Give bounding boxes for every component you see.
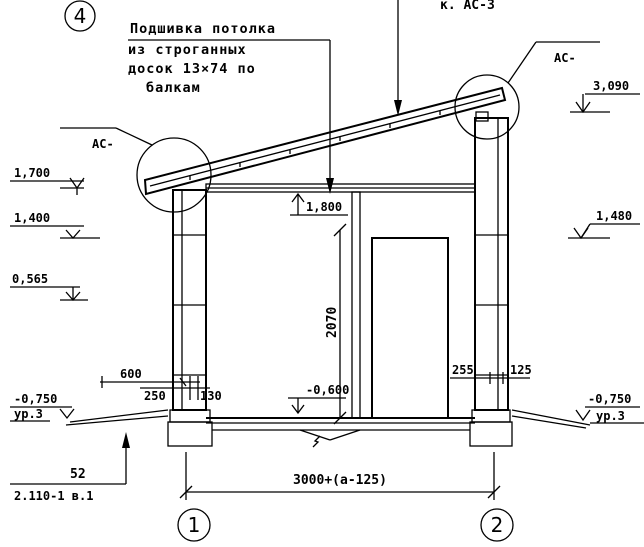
right-wall [469, 117, 513, 447]
dim-250-label: 250 [144, 389, 166, 403]
axis-2-label: 2 [491, 513, 504, 537]
level-1400: 1,400 [10, 211, 100, 239]
note-arrow [326, 178, 334, 194]
dim-2070: 2070 [325, 223, 347, 425]
reference-fraction: 52 2.110-1 в.1 [10, 432, 130, 503]
ceiling-beam [205, 183, 476, 193]
dim-600-label: 600 [120, 367, 142, 381]
level-neg0600: -0,600 [288, 383, 349, 415]
level-1400-label: 1,400 [14, 211, 50, 225]
node-left: АС- [60, 127, 212, 213]
axis-2: 2 [480, 508, 514, 542]
top-ref-label: к. АС-3 [440, 0, 495, 13]
level-right-ur-label: ур.3 [596, 409, 625, 423]
span-label: 3000+(a-125) [293, 473, 387, 488]
roof-inner-line [149, 94, 501, 187]
ref-denominator: 2.110-1 в.1 [14, 489, 93, 503]
dim-125-label: 125 [510, 363, 532, 377]
note-line-3: досок 13×74 по [128, 61, 256, 77]
dim-left-group: 600 250 130 [100, 367, 222, 403]
node-left-ref: АС- [92, 137, 114, 151]
partition [351, 191, 361, 419]
level-1700: 1,700 [10, 166, 85, 195]
level-neg0750-left: -0,750 ур.3 [10, 392, 75, 422]
top-ref-arrow [394, 100, 402, 116]
node-right: АС- [454, 41, 600, 140]
level-1800: 1,800 [290, 192, 348, 216]
sheet-number-marker: 4 [64, 0, 96, 32]
level-0565: 0,565 [10, 272, 88, 301]
level-neg0750-right-label: -0,750 [588, 392, 631, 406]
dim-255-label: 255 [452, 363, 474, 377]
door-frame [371, 237, 449, 419]
level-left-ur-label: ур.3 [14, 407, 43, 421]
axis-1-label: 1 [188, 513, 201, 537]
roof [143, 86, 507, 196]
note-line-2: из строганных [128, 42, 247, 58]
level-1700-label: 1,700 [14, 166, 50, 180]
note-line-4: балкам [146, 80, 201, 96]
node-right-ref: АС- [554, 51, 576, 65]
roof-slab [143, 86, 507, 196]
floor [206, 417, 475, 448]
note-line-1: Подшивка потолка [130, 21, 276, 37]
ground [65, 409, 591, 429]
sheet-number: 4 [74, 4, 87, 28]
ceiling-note: Подшивка потолка из строганных досок 13×… [128, 21, 334, 194]
span-dimension: 3000+(a-125) [179, 452, 501, 500]
ref-numerator: 52 [70, 467, 86, 482]
level-neg0600-label: -0,600 [306, 383, 349, 397]
dim-130-label: 130 [200, 389, 222, 403]
dim-2070-label: 2070 [325, 307, 340, 338]
level-neg0750-left-label: -0,750 [14, 392, 57, 406]
level-1480-label: 1,480 [596, 209, 632, 223]
right-wall-outline [474, 117, 509, 411]
level-1480: 1,480 [568, 209, 640, 240]
axis-1: 1 [177, 508, 211, 542]
break-mark [312, 435, 321, 448]
level-3090: 3,090 [570, 79, 640, 114]
level-neg0750-right: -0,750 ур.3 [575, 392, 644, 424]
level-0565-label: 0,565 [12, 272, 48, 286]
left-wall [167, 189, 213, 447]
level-1800-label: 1,800 [306, 200, 342, 214]
level-3090-label: 3,090 [593, 79, 629, 93]
dim-right-group: 255 125 [450, 363, 532, 384]
door [371, 237, 449, 419]
